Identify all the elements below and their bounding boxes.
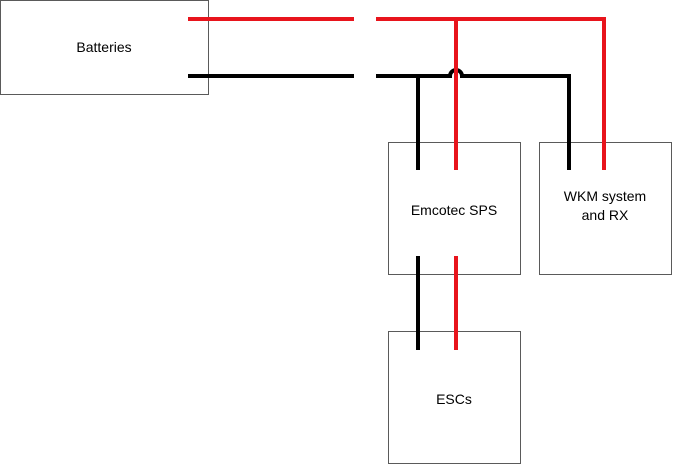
wkm-label-line2: and RX	[582, 207, 629, 223]
escs-node: ESCs	[388, 331, 521, 464]
escs-label: ESCs	[436, 391, 472, 407]
wkm-label-line1: WKM system	[564, 188, 646, 204]
emcotec-sps-label: Emcotec SPS	[411, 202, 497, 218]
batteries-label: Batteries	[76, 39, 131, 55]
batteries-node: Batteries	[0, 0, 209, 95]
batteries-box	[0, 0, 209, 95]
